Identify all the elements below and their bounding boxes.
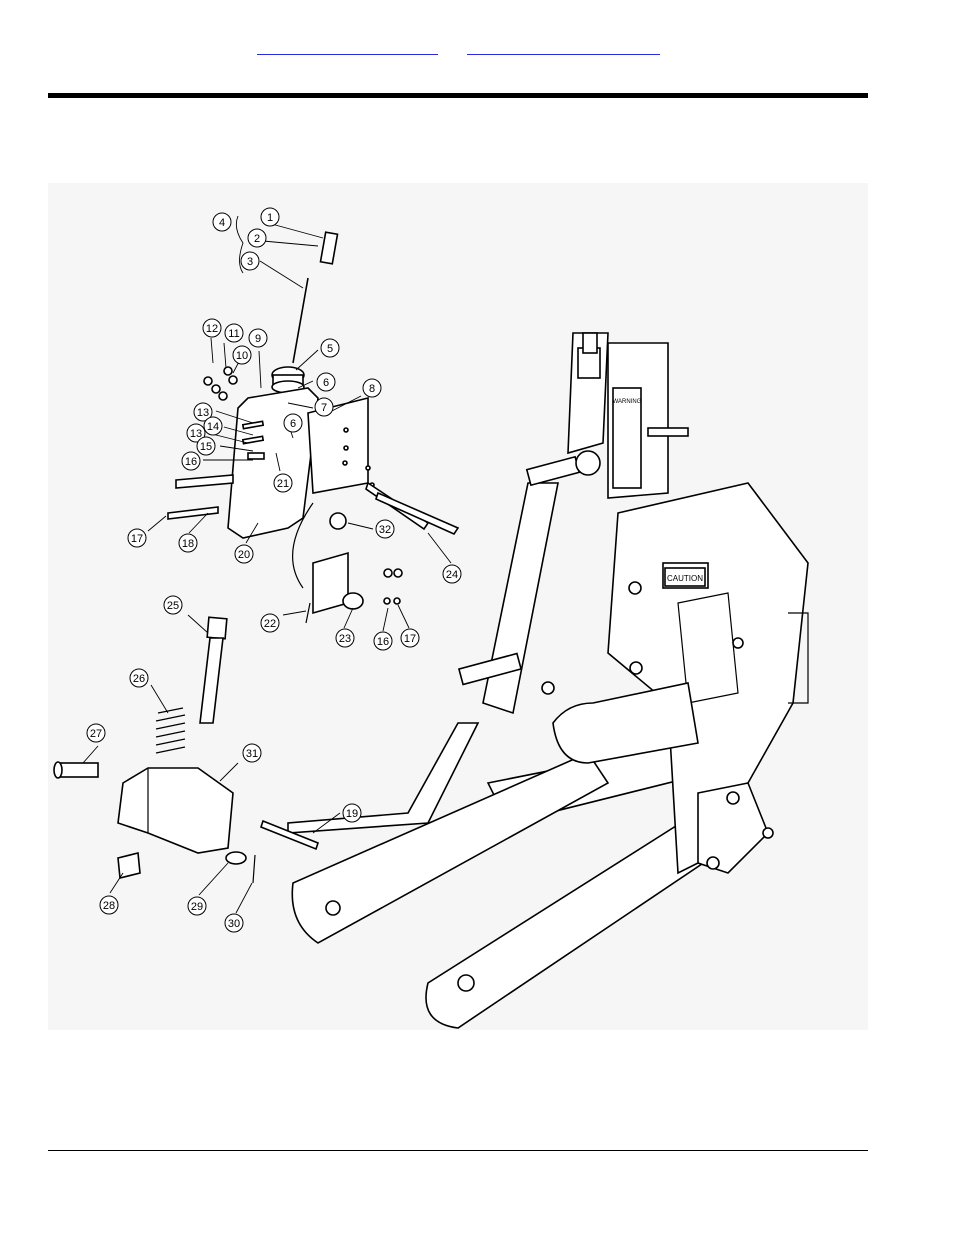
callout-label: 17 <box>404 633 416 645</box>
callout-label: 16 <box>377 636 389 648</box>
callout-label: 17 <box>131 533 143 545</box>
callout-16: 16 <box>374 632 392 650</box>
callout-28: 28 <box>100 896 118 914</box>
callout-label: 6 <box>290 418 296 430</box>
callout-1: 1 <box>261 208 279 226</box>
callout-label: 25 <box>167 600 179 612</box>
callout-label: 3 <box>247 256 253 268</box>
decal-warning: WARNING <box>613 399 642 405</box>
nav-link-2[interactable] <box>467 38 660 55</box>
callout-label: 10 <box>236 350 248 362</box>
callout-17: 17 <box>128 529 146 547</box>
footer-rule <box>48 1150 868 1151</box>
callout-label: 30 <box>228 918 240 930</box>
callout-8: 8 <box>363 379 381 397</box>
callout-30: 30 <box>225 914 243 932</box>
callout-label: 21 <box>277 478 289 490</box>
callout-21: 21 <box>274 474 292 492</box>
callout-label: 18 <box>182 538 194 550</box>
callout-24: 24 <box>443 565 461 583</box>
callout-label: 27 <box>90 728 102 740</box>
callout-label: 1 <box>267 212 273 224</box>
callout-label: 28 <box>103 900 115 912</box>
callout-27: 27 <box>87 724 105 742</box>
callout-label: 5 <box>327 343 333 355</box>
callout-label: 29 <box>191 901 203 913</box>
callout-18: 18 <box>179 534 197 552</box>
callout-label: 13 <box>197 407 209 419</box>
callout-label: 7 <box>321 402 327 414</box>
callout-label: 23 <box>339 633 351 645</box>
callout-label: 19 <box>346 808 358 820</box>
callout-label: 14 <box>207 421 219 433</box>
callout-26: 26 <box>130 669 148 687</box>
callout-12: 12 <box>203 319 221 337</box>
callout-11: 11 <box>225 324 243 342</box>
callout-label: 2 <box>254 233 260 245</box>
parts-diagram: WARNING CAUTION <box>48 183 868 1030</box>
callout-19: 19 <box>343 804 361 822</box>
callout-29: 29 <box>188 897 206 915</box>
callout-label: 20 <box>238 549 250 561</box>
callout-15: 15 <box>197 437 215 455</box>
callout-32: 32 <box>376 520 394 538</box>
callout-label: 32 <box>379 524 391 536</box>
callout-23: 23 <box>336 629 354 647</box>
callout-14: 14 <box>204 417 222 435</box>
nav-link-1[interactable] <box>257 38 438 55</box>
callout-label: 13 <box>190 428 202 440</box>
callout-label: 24 <box>446 569 458 581</box>
callout-9: 9 <box>249 329 267 347</box>
callout-22: 22 <box>261 614 279 632</box>
callout-17: 17 <box>401 629 419 647</box>
callout-20: 20 <box>235 545 253 563</box>
callout-label: 31 <box>246 748 258 760</box>
callout-6: 6 <box>284 414 302 432</box>
callout-label: 8 <box>369 383 375 395</box>
callout-7: 7 <box>315 398 333 416</box>
callout-10: 10 <box>233 346 251 364</box>
callout-2: 2 <box>248 229 266 247</box>
callout-31: 31 <box>243 744 261 762</box>
decal-caution: CAUTION <box>667 574 703 583</box>
callout-label: 6 <box>323 377 329 389</box>
callout-6: 6 <box>317 373 335 391</box>
callout-label: 9 <box>255 333 261 345</box>
callout-label: 16 <box>185 456 197 468</box>
callout-4: 4 <box>213 213 231 231</box>
callout-label: 11 <box>228 328 239 340</box>
callout-16: 16 <box>182 452 200 470</box>
callout-label: 15 <box>200 441 212 453</box>
callout-label: 22 <box>264 618 276 630</box>
callout-25: 25 <box>164 596 182 614</box>
callout-label: 26 <box>133 673 145 685</box>
callout-3: 3 <box>241 252 259 270</box>
callout-label: 12 <box>206 323 218 335</box>
callout-5: 5 <box>321 339 339 357</box>
callout-label: 4 <box>219 217 225 229</box>
header-rule <box>48 93 868 98</box>
